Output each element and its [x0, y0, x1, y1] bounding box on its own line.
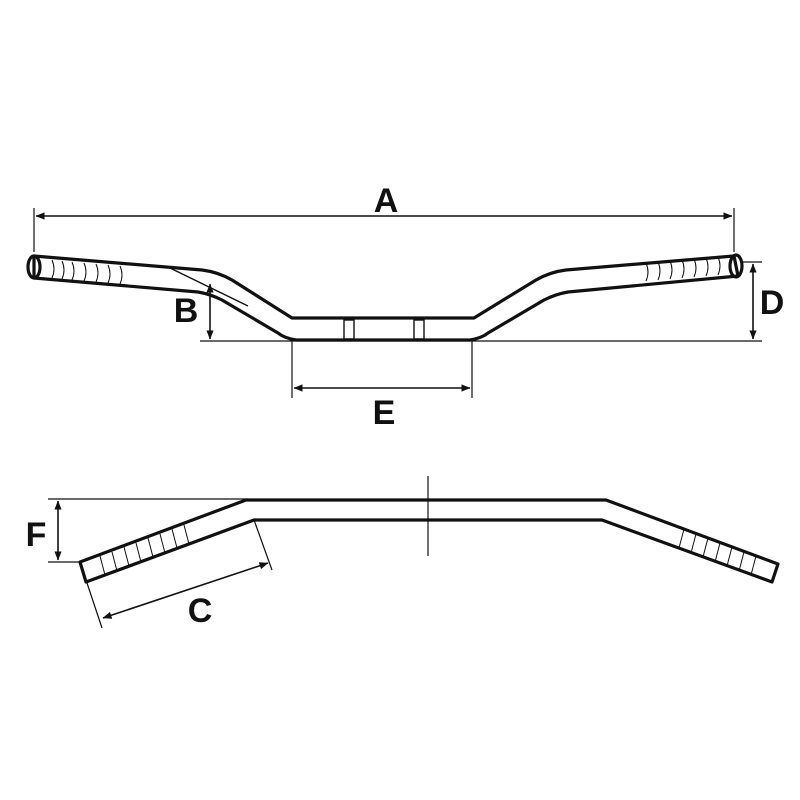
dim-c-ext-left	[85, 579, 103, 629]
dim-label-e: E	[373, 394, 396, 432]
handlebar-tube-top	[78, 498, 780, 584]
right-bar-end	[728, 253, 744, 279]
dim-label-c: C	[188, 592, 213, 630]
dim-label-b: B	[174, 292, 199, 330]
right-grip-knurling-top	[678, 528, 757, 576]
left-grip-knurling	[51, 259, 123, 285]
left-bar-end	[26, 254, 42, 280]
dim-c-line	[102, 562, 269, 619]
dim-label-a: A	[374, 182, 399, 220]
right-grip-knurling	[645, 256, 721, 282]
dim-label-d: D	[760, 284, 785, 322]
front-view: A B D E	[26, 182, 785, 432]
dim-c-ext-right	[253, 519, 273, 571]
handlebar-tube-front	[32, 254, 740, 342]
dim-label-f: F	[26, 516, 47, 554]
left-clamp-mark	[343, 319, 355, 340]
top-view: F C	[26, 476, 780, 630]
right-clamp-mark	[413, 319, 425, 340]
